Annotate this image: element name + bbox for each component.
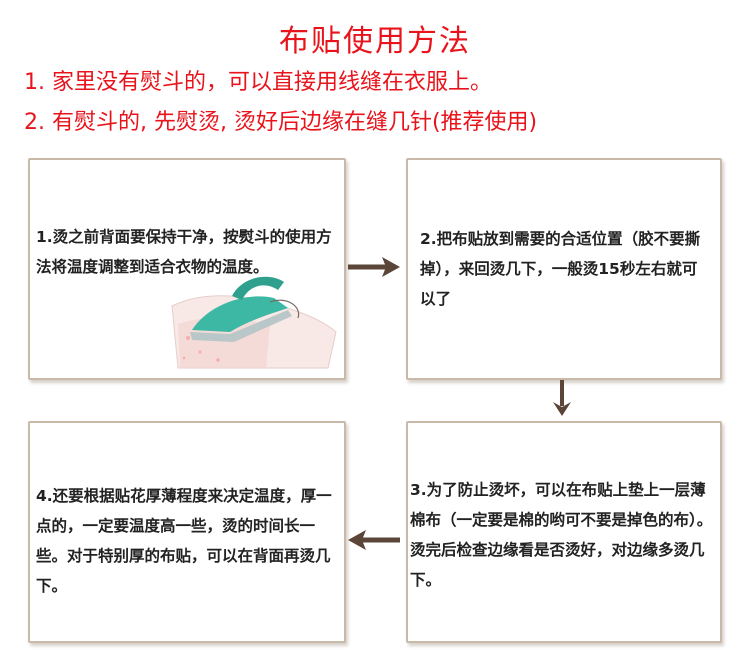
right-arrow-icon: [346, 255, 402, 279]
step-1-box: 1.烫之前背面要保持干净，按熨斗的使用方法将温度调整到适合衣物的温度。: [28, 158, 346, 380]
step-4-box: 4.还要根据贴花厚薄程度来决定温度，厚一点的，一定要温度高一些，烫的时间长一些。…: [28, 421, 346, 643]
note-with-iron: 2. 有熨斗的, 先熨烫, 烫好后边缘在缝几针(推荐使用): [24, 104, 537, 136]
step-3-box: 3.为了防止烫坏，可以在布贴上垫上一层薄棉布（一定要是棉的哟可不要是掉色的布）。…: [406, 421, 722, 643]
step-2-text: 2.把布贴放到需要的合适位置（胶不要撕掉），来回烫几下，一般烫15秒左右就可以了: [420, 224, 712, 314]
step-3-text: 3.为了防止烫坏，可以在布贴上垫上一层薄棉布（一定要是棉的哟可不要是掉色的布）。…: [410, 475, 714, 595]
step-2-box: 2.把布贴放到需要的合适位置（胶不要撕掉），来回烫几下，一般烫15秒左右就可以了: [406, 158, 722, 380]
step-4-text: 4.还要根据贴花厚薄程度来决定温度，厚一点的，一定要温度高一些，烫的时间长一些。…: [36, 481, 338, 601]
left-arrow-icon: [346, 528, 402, 552]
note-no-iron: 1. 家里没有熨斗的，可以直接用线缝在衣服上。: [24, 64, 492, 96]
iron-on-fabric-illustration-icon: [170, 268, 340, 370]
down-arrow-icon: [550, 380, 574, 418]
page-title: 布贴使用方法: [0, 16, 750, 60]
